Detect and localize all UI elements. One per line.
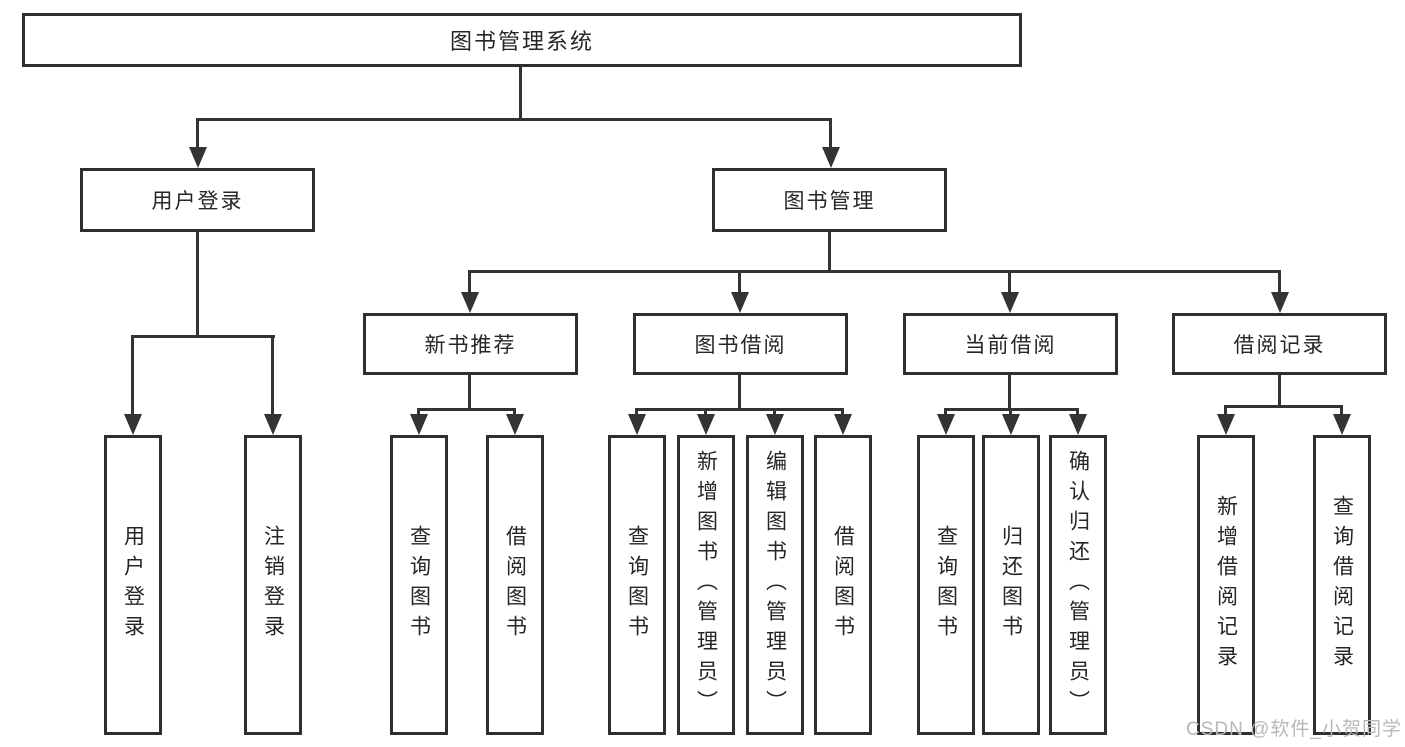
leaf-label: 用户登录 [121, 525, 145, 645]
leaf-add-borrow-record: 新增借阅记录 [1197, 435, 1255, 735]
leaf-label: 查询图书 [407, 525, 431, 645]
leaf-label: 归还图书 [999, 525, 1023, 645]
node-new-book-recommendation: 新书推荐 [363, 313, 578, 375]
leaf-label: 查询借阅记录 [1330, 495, 1354, 675]
arrow-down-icon [731, 292, 749, 313]
arrow-down-icon [697, 414, 715, 435]
connector-drop-line [635, 408, 638, 416]
arrow-down-icon [1333, 414, 1351, 435]
node-book-management: 图书管理 [712, 168, 947, 232]
connector-drop-line [513, 408, 516, 416]
arrow-down-icon [189, 147, 207, 168]
connector-drop-line [1008, 270, 1011, 294]
connector-drop-line [829, 118, 832, 149]
node-label: 借阅记录 [1233, 334, 1326, 357]
leaf-label: 确认归还（管理员） [1066, 450, 1090, 720]
node-label: 新书推荐 [424, 334, 517, 357]
arrow-down-icon [506, 414, 524, 435]
connector-drop-line [468, 270, 471, 294]
connector-drop-line [841, 408, 844, 416]
arrow-down-icon [1069, 414, 1087, 435]
node-label: 当前借阅 [964, 334, 1057, 357]
connector-drop-line [1009, 408, 1012, 416]
connector-drop-line [1224, 405, 1227, 416]
node-current-borrowing: 当前借阅 [903, 313, 1118, 375]
arrow-down-icon [410, 414, 428, 435]
node-borrowing-records: 借阅记录 [1172, 313, 1387, 375]
connector-drop-line [196, 118, 199, 149]
arrow-down-icon [124, 414, 142, 435]
node-label: 图书管理 [783, 190, 876, 213]
arrow-down-icon [1271, 292, 1289, 313]
connector-drop-line [417, 408, 420, 416]
connector-drop-line [1076, 408, 1079, 416]
connector-borrowing-stem [738, 375, 741, 411]
arrow-down-icon [628, 414, 646, 435]
arrow-down-icon [766, 414, 784, 435]
node-library-management-system: 图书管理系统 [22, 13, 1022, 67]
leaf-label: 编辑图书（管理员） [763, 450, 787, 720]
arrow-down-icon [937, 414, 955, 435]
leaf-label: 查询图书 [625, 525, 649, 645]
leaf-add-book-admin: 新增图书（管理员） [677, 435, 735, 735]
connector-drop-line [738, 270, 741, 294]
leaf-label: 借阅图书 [831, 525, 855, 645]
connector-user-login-bar [131, 335, 275, 338]
arrow-down-icon [1217, 414, 1235, 435]
node-book-borrowing: 图书借阅 [633, 313, 848, 375]
connector-records-stem [1278, 375, 1281, 408]
leaf-label: 新增图书（管理员） [694, 450, 718, 720]
connector-book-management-stem [828, 232, 831, 273]
leaf-label: 注销登录 [261, 525, 285, 645]
arrow-down-icon [822, 147, 840, 168]
leaf-label: 新增借阅记录 [1214, 495, 1238, 675]
leaf-query-books-borrowing: 查询图书 [608, 435, 666, 735]
leaf-query-books-recommend: 查询图书 [390, 435, 448, 735]
connector-root-bar [196, 118, 832, 121]
arrow-down-icon [461, 292, 479, 313]
arrow-down-icon [264, 414, 282, 435]
node-label: 用户登录 [151, 190, 244, 213]
leaf-logout: 注销登录 [244, 435, 302, 735]
arrow-down-icon [1002, 414, 1020, 435]
connector-book-management-bar [468, 270, 1281, 273]
leaf-return-books: 归还图书 [982, 435, 1040, 735]
connector-drop-line [944, 408, 947, 416]
leaf-edit-book-admin: 编辑图书（管理员） [746, 435, 804, 735]
connector-drop-line [1340, 405, 1343, 416]
leaf-label: 借阅图书 [503, 525, 527, 645]
connector-root-stem [519, 67, 522, 121]
connector-recommend-bar [417, 408, 516, 411]
connector-drop-line [773, 408, 776, 416]
leaf-borrow-books-recommend: 借阅图书 [486, 435, 544, 735]
node-label: 图书管理系统 [449, 29, 594, 54]
connector-drop-line [1278, 270, 1281, 294]
connector-drop-line [271, 335, 274, 415]
csdn-watermark: CSDN @软件_小贺同学 [1186, 719, 1402, 740]
connector-current-stem [1008, 375, 1011, 411]
connector-records-bar [1224, 405, 1343, 408]
arrow-down-icon [834, 414, 852, 435]
arrow-down-icon [1001, 292, 1019, 313]
leaf-confirm-return-admin: 确认归还（管理员） [1049, 435, 1107, 735]
leaf-query-books-current: 查询图书 [917, 435, 975, 735]
connector-user-login-stem [196, 232, 199, 338]
leaf-borrow-books-borrowing: 借阅图书 [814, 435, 872, 735]
node-user-login: 用户登录 [80, 168, 315, 232]
connector-drop-line [131, 335, 134, 415]
leaf-user-login: 用户登录 [104, 435, 162, 735]
connector-recommend-stem [468, 375, 471, 411]
node-label: 图书借阅 [694, 334, 787, 357]
leaf-label: 查询图书 [934, 525, 958, 645]
connector-borrowing-bar [635, 408, 844, 411]
leaf-query-borrow-record: 查询借阅记录 [1313, 435, 1371, 735]
connector-drop-line [704, 408, 707, 416]
